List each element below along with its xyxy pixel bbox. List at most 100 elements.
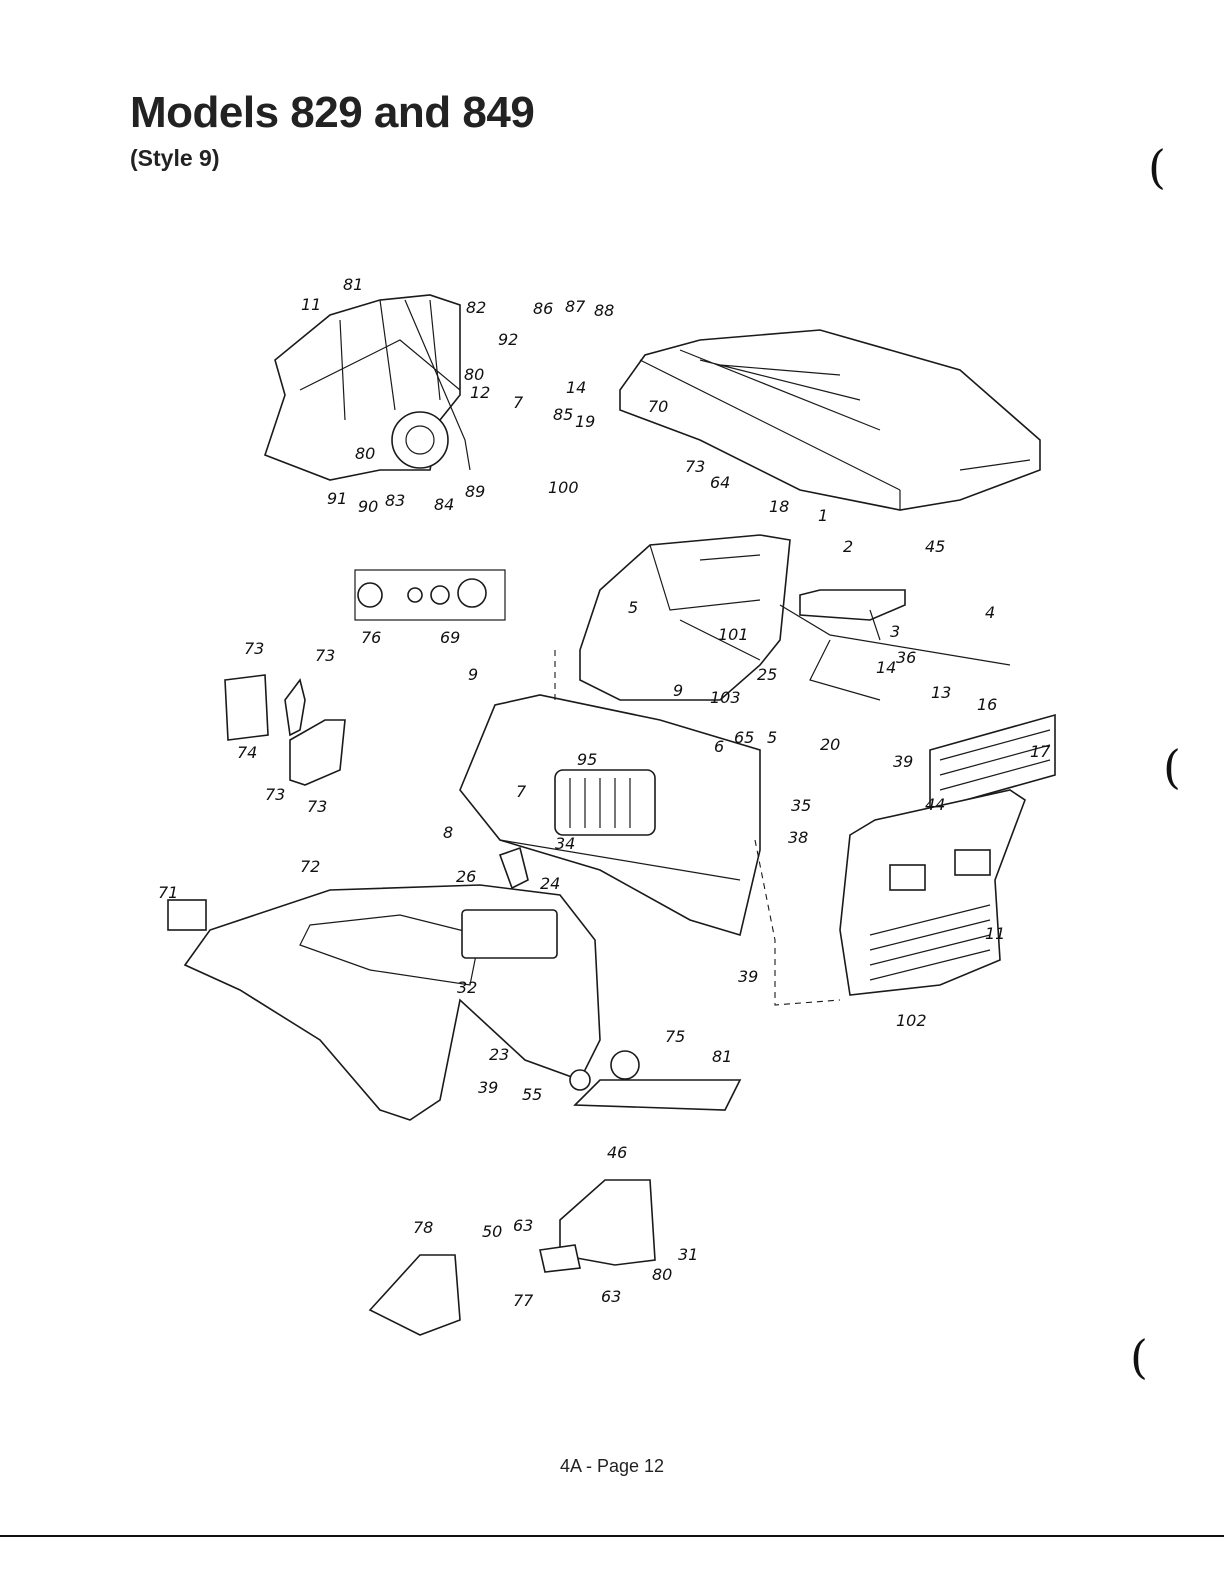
callout-9b: 9 [673, 681, 683, 700]
callout-73c: 73 [315, 646, 335, 665]
callout-46: 55 [522, 1085, 542, 1104]
callout-73b: 73 [244, 639, 264, 658]
callout-1: 1 [818, 506, 828, 525]
callout-23: 102 [896, 1011, 927, 1030]
dash-panel-assembly [263, 294, 471, 481]
callout-71: 71 [158, 883, 178, 902]
callout-13: 13 [931, 683, 951, 702]
callout-73e: 73 [307, 797, 327, 816]
callout-5a: 5 [628, 598, 638, 617]
callout-100: 100 [548, 478, 579, 497]
callout-14a: 14 [566, 378, 586, 397]
callout-34: 34 [555, 834, 575, 853]
callout-14b: 14 [876, 658, 896, 677]
callout-76: 76 [361, 628, 381, 647]
callout-55: 81 [712, 1047, 732, 1066]
callout-64: 64 [710, 473, 730, 492]
callout-3: 3 [890, 622, 900, 641]
callout-4a: 4 [985, 603, 995, 622]
callout-73d: 73 [265, 785, 285, 804]
callout-11: 11 [301, 295, 321, 314]
callout-labels: 81 11 82 86 87 88 92 80 12 7 14 85 19 70… [158, 275, 1051, 1310]
callout-65: 65 [734, 728, 754, 747]
callout-102: 11 [985, 924, 1005, 943]
callout-84: 84 [434, 495, 454, 514]
ignition-switch-box [354, 569, 506, 621]
callout-69: 69 [440, 628, 460, 647]
callout-36: 36 [896, 648, 916, 667]
callout-24: 24 [540, 874, 560, 893]
callout-82b: 63 [601, 1287, 621, 1306]
hood [619, 329, 1041, 511]
callout-95: 95 [577, 750, 597, 769]
callout-78: 46 [607, 1143, 627, 1162]
page-title: Models 829 and 849 [130, 88, 535, 137]
callout-7a: 7 [513, 393, 524, 412]
callout-81b: 75 [665, 1027, 685, 1046]
callout-45: 45 [925, 537, 945, 556]
callout-91: 91 [327, 489, 347, 508]
callout-5b: 5 [767, 728, 777, 747]
callout-16: 16 [977, 695, 997, 714]
callout-38: 38 [788, 828, 808, 847]
callout-87: 87 [565, 297, 586, 316]
callout-35: 35 [791, 796, 811, 815]
callout-85: 85 [553, 405, 573, 424]
callout-8: 8 [443, 823, 453, 842]
fender [167, 884, 601, 1121]
callout-25: 25 [757, 665, 777, 684]
callout-82: 82 [466, 298, 486, 317]
callout-80a: 80 [464, 365, 484, 384]
callout-9a: 9 [468, 665, 478, 684]
callout-88: 88 [594, 301, 614, 320]
callout-92: 92 [498, 330, 518, 349]
callout-89: 89 [465, 482, 485, 501]
lower-brackets [368, 1179, 656, 1336]
page-footer: 4A - Page 12 [559, 1456, 665, 1476]
bottom-rule [0, 1535, 1224, 1537]
dash-housing [579, 534, 791, 701]
callout-19: 19 [575, 412, 595, 431]
callout-32: 32 [457, 978, 477, 997]
callout-77: 80 [652, 1265, 672, 1284]
callout-90: 90 [358, 497, 378, 516]
callout-101: 101 [718, 625, 749, 644]
callout-44: 44 [925, 795, 945, 814]
callout-31: 63 [513, 1216, 533, 1235]
callout-74: 74 [237, 743, 257, 762]
callout-12: 12 [470, 383, 490, 402]
front-grille [839, 713, 1056, 996]
callout-86: 86 [533, 299, 553, 318]
callout-103: 103 [710, 688, 741, 707]
callout-2: 2 [843, 537, 853, 556]
callout-63b: 77 [513, 1291, 534, 1310]
callout-50: 78 [413, 1218, 433, 1237]
callout-80c: 31 [678, 1245, 698, 1264]
callout-18: 18 [769, 497, 789, 516]
margin-mark: ( [1163, 740, 1181, 794]
side-brackets [224, 674, 346, 786]
margin-mark: ( [1130, 1330, 1148, 1384]
callout-81: 81 [343, 275, 363, 294]
callout-20: 20 [820, 735, 840, 754]
page-subtitle: (Style 9) [130, 145, 220, 171]
callout-39b: 23 [489, 1045, 509, 1064]
callout-63a: 50 [482, 1222, 502, 1241]
shift-plate [498, 846, 742, 1111]
callout-80b: 80 [355, 444, 375, 463]
callout-83: 83 [385, 491, 405, 510]
callout-39a: 39 [893, 752, 913, 771]
margin-mark: ( [1148, 140, 1166, 194]
callout-75: 39 [478, 1078, 498, 1097]
callout-70: 70 [648, 397, 668, 416]
callout-72: 72 [300, 857, 320, 876]
callout-17: 17 [1030, 742, 1051, 761]
callout-26: 26 [456, 867, 476, 886]
callout-73a: 73 [685, 457, 705, 476]
front-bracket [779, 589, 1011, 701]
callout-6: 6 [714, 737, 724, 756]
dash-front-panel [459, 650, 841, 1006]
callout-7b: 7 [516, 782, 527, 801]
callout-11b: 39 [738, 967, 758, 986]
